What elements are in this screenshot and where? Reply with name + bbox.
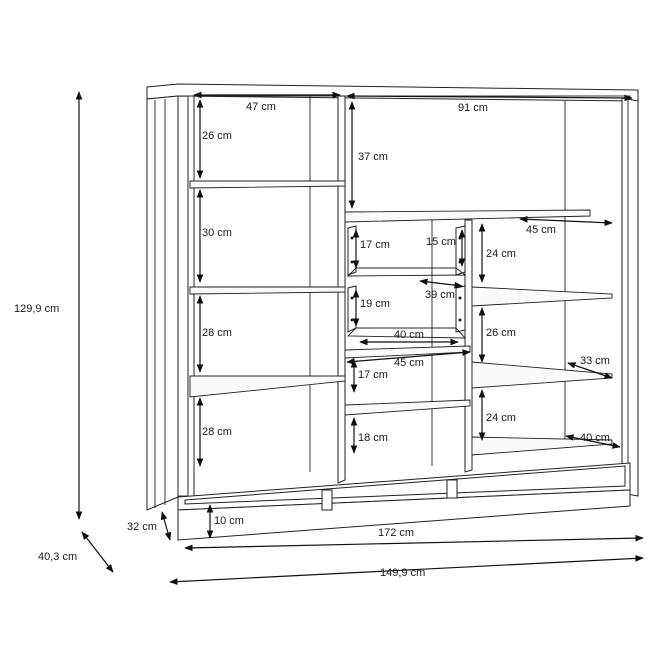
left-col-h1-label: 26 cm: [202, 130, 232, 142]
drawer-depth-label: 39 cm: [425, 289, 455, 301]
cabinet-body: [146, 83, 639, 541]
top-right-height-label: 37 cm: [358, 151, 388, 163]
right-h3-label: 24 cm: [486, 412, 516, 424]
shelves: [189, 180, 613, 456]
right-width-label: 91 cm: [458, 102, 488, 114]
drawer2-height-label: 19 cm: [360, 298, 390, 310]
right-shelf-width-label: 45 cm: [526, 224, 556, 236]
depth-base-label: 32 cm: [127, 521, 157, 533]
mid-lower-h2-label: 18 cm: [358, 432, 388, 444]
drawer-width-label: 40 cm: [394, 329, 424, 341]
base-width-label: 172 cm: [378, 527, 414, 539]
total-height-label: 129,9 cm: [14, 303, 59, 315]
plinth-height-label: 10 cm: [214, 515, 244, 527]
left-width-label: 47 cm: [246, 101, 276, 113]
drawer1-height-label: 17 cm: [360, 239, 390, 251]
right-h2-label: 26 cm: [486, 327, 516, 339]
total-width-label: 149,9 cm: [380, 567, 425, 579]
dimension-labels: 129,9 cm 40,3 cm 32 cm 10 cm 172 cm 149,…: [14, 101, 610, 579]
bottom-shelf-depth-label: 40 cm: [580, 432, 610, 444]
left-col-h2-label: 30 cm: [202, 227, 232, 239]
middle-shelf-width-label: 45 cm: [394, 357, 424, 369]
left-col-h4-label: 28 cm: [202, 426, 232, 438]
dimension-lines: [75, 91, 644, 585]
drawer1-inner-height-label: 15 cm: [426, 236, 456, 248]
depth-total-label: 40,3 cm: [38, 551, 77, 563]
right-h1-label: 24 cm: [486, 248, 516, 260]
right-shelf-depth-label: 33 cm: [580, 355, 610, 367]
mid-lower-h1-label: 17 cm: [358, 369, 388, 381]
left-col-h3-label: 28 cm: [202, 327, 232, 339]
